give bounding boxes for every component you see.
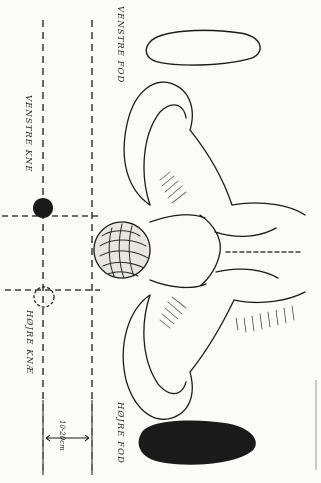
neck-top: [150, 215, 205, 222]
neck-bottom: [150, 280, 206, 287]
right-arm-inner: [144, 295, 186, 394]
upper-back: [200, 215, 220, 286]
right-shoulder-line: [190, 300, 234, 372]
right-scapula: [216, 269, 278, 278]
distance-bracket: [43, 400, 92, 475]
left-foot-label: VENSTRE FOD: [115, 6, 125, 83]
knee-guides: [2, 216, 100, 290]
torso-hatching: [236, 306, 294, 332]
distance-label: 10-20cm: [58, 420, 66, 451]
left-shoulder-line: [190, 130, 232, 205]
torso-top: [232, 203, 305, 215]
left-knee-label: VENSTRE KNE: [23, 95, 33, 173]
body-figure: [94, 82, 305, 419]
right-foot-label: HØJRE FOD: [115, 401, 126, 464]
armpit-shading: [160, 172, 186, 328]
left-foot-print: [146, 30, 260, 65]
right-knee-label: HØJRE KNÆ: [24, 309, 35, 374]
left-arm-inner: [144, 105, 186, 205]
guide-lines: [43, 20, 92, 475]
right-foot-print: [139, 420, 256, 464]
left-arm-upper: [124, 82, 192, 205]
torso-bottom: [234, 292, 305, 302]
left-scapula: [215, 228, 276, 236]
left-knee-marker: [33, 198, 53, 218]
